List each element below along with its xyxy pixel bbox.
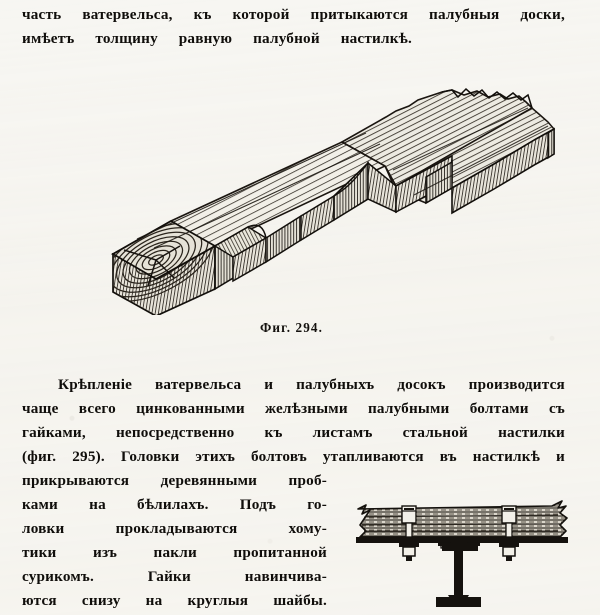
text-line: (фиг. 295). Головки этихъ болтовъ утапли… <box>22 448 565 466</box>
text-line: Крѣпленіе ватервельса и палубныхъ досокъ… <box>22 376 565 394</box>
word: пропитанной <box>233 544 327 561</box>
word: на <box>145 592 163 609</box>
word: производится <box>468 376 565 393</box>
word: го- <box>307 496 327 513</box>
word: тики <box>22 544 57 561</box>
word: чаще <box>22 400 59 417</box>
word: досокъ <box>397 376 446 393</box>
word: ватервельса, <box>82 6 173 23</box>
text-line: ловки прокладываются хому- <box>22 520 327 538</box>
figure-294-waterway-timber <box>96 50 566 315</box>
word: равную <box>178 30 233 47</box>
word: болтовъ <box>251 448 307 465</box>
word: навинчива- <box>244 568 327 585</box>
word: прокладываются <box>115 520 238 537</box>
word: Подъ <box>239 496 277 513</box>
word: утапливаются <box>322 448 424 465</box>
word: хому- <box>288 520 327 537</box>
word: деревянными <box>160 472 258 489</box>
word: толщину <box>95 30 158 47</box>
word: палубной <box>253 30 320 47</box>
text-line: ются снизу на круглыя шайбы. <box>22 592 327 610</box>
word: ловки <box>22 520 65 537</box>
word: желѣзными <box>264 400 348 417</box>
word: настилки <box>498 424 565 441</box>
text-line: сурикомъ. Гайки навинчива- <box>22 568 327 586</box>
word: изъ <box>93 544 118 561</box>
word: шайбы. <box>273 592 327 609</box>
word: ватервельса <box>155 376 242 393</box>
text-line: гайками, непосредственно къ листамъ стал… <box>22 424 565 442</box>
word: этихъ <box>195 448 236 465</box>
word: палубныхъ <box>296 376 375 393</box>
word: палубныя <box>429 6 500 23</box>
word: гайками, <box>22 424 86 441</box>
word: сурикомъ. <box>22 568 94 585</box>
text-line: тики изъ пакли пропитанной <box>22 544 327 562</box>
text-line: часть ватервельса, къ которой притыкаютс… <box>22 6 565 24</box>
word: листамъ <box>312 424 373 441</box>
word: и <box>264 376 274 393</box>
word: настилкѣ. <box>340 30 412 47</box>
word: къ <box>193 6 212 23</box>
word: стальной <box>402 424 468 441</box>
word: доски, <box>520 6 565 23</box>
word: часть <box>22 6 62 23</box>
word: круглыя <box>187 592 249 609</box>
figure-294-caption: Фиг. 294. <box>260 320 323 335</box>
word: снизу <box>81 592 121 609</box>
word: пакли <box>153 544 197 561</box>
word: имѣетъ <box>22 30 75 47</box>
word: съ <box>548 400 565 417</box>
word: болтами <box>469 400 529 417</box>
word: ками <box>22 496 59 513</box>
word: Гайки <box>147 568 191 585</box>
word: Головки <box>120 448 180 465</box>
word: на <box>89 496 106 513</box>
word: ются <box>22 592 57 609</box>
word: Крѣпленіе <box>58 376 133 393</box>
word: непосредственно <box>115 424 235 441</box>
word: цинкованными <box>136 400 245 417</box>
text-line: прикрываются деревянными проб- <box>22 472 327 490</box>
word: въ <box>439 448 457 465</box>
word: настилкѣ <box>472 448 541 465</box>
word: бѣлилахъ. <box>137 496 209 513</box>
word: притыкаются <box>310 6 409 23</box>
text-line: имѣетъ толщину равную палубной настилкѣ. <box>22 30 412 48</box>
word: (фиг. <box>22 448 57 465</box>
figure-295-deck-bolt-section <box>344 487 592 615</box>
word: палубными <box>367 400 450 417</box>
word: которой <box>232 6 290 23</box>
word: и <box>556 448 565 465</box>
word: къ <box>264 424 283 441</box>
word: всего <box>78 400 116 417</box>
text-line: ками на бѣлилахъ. Подъ го- <box>22 496 327 514</box>
word: проб- <box>288 472 327 489</box>
text-line: чаще всего цинкованными желѣзными палубн… <box>22 400 565 418</box>
word: 295). <box>72 448 105 465</box>
word: прикрываются <box>22 472 130 489</box>
